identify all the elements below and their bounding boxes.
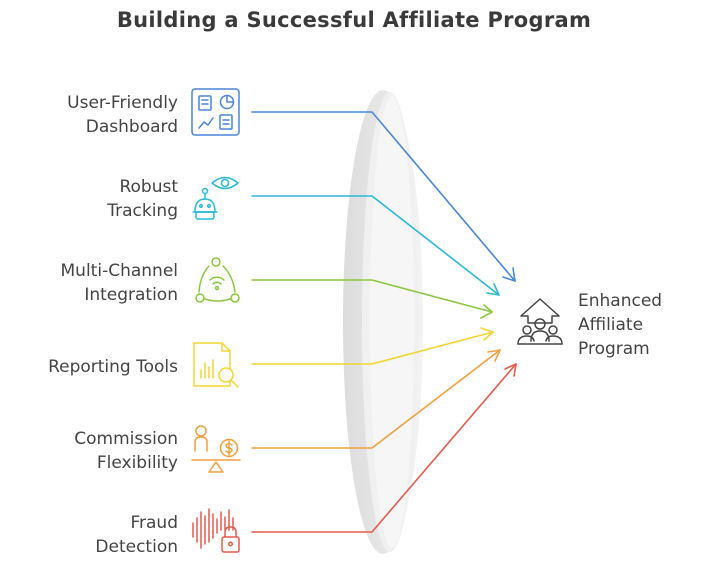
label-commission-line1: Commission [74,429,178,449]
diagram-title: Building a Successful Affiliate Program [116,8,592,32]
outcome-line3: Program [578,339,650,359]
label-integration-line1: Multi-Channel [60,261,178,281]
label-fraud-line1: Fraud [130,513,178,533]
connector-reporting [251,327,494,365]
person-dollar-scale-icon [191,425,241,473]
label-tracking: Robust Tracking [107,175,178,223]
connector-tracking [251,195,500,296]
lens-shape [343,90,423,554]
dashboard-icon [191,88,240,136]
label-commission-line2: Flexibility [96,453,178,473]
growth-team-icon [517,298,563,345]
outcome-line2: Affiliate [578,315,644,335]
label-reporting-line1: Reporting Tools [48,357,178,377]
outcome-label: Enhanced Affiliate Program [578,289,662,361]
outcome-line1: Enhanced [578,291,663,311]
connector-integration [251,279,493,319]
label-fraud-line2: Detection [95,537,178,557]
label-dashboard-line2: Dashboard [85,117,178,137]
connector-fraud [251,363,517,533]
label-tracking-line2: Tracking [107,201,178,221]
label-commission: Commission Flexibility [74,427,178,475]
tracking-robot-eye-icon [192,176,239,220]
label-integration: Multi-Channel Integration [61,259,178,307]
label-integration-line2: Integration [84,285,178,305]
label-fraud: Fraud Detection [95,511,178,559]
network-channels-icon [195,257,240,303]
label-tracking-line1: Robust [119,177,178,197]
report-magnifier-icon [193,342,239,388]
soundwave-lock-icon [192,508,240,553]
label-dashboard: User-Friendly Dashboard [67,91,178,139]
connector-commission [251,349,501,449]
connector-dashboard [251,111,516,282]
label-reporting: Reporting Tools [48,355,178,379]
label-dashboard-line1: User-Friendly [67,93,178,113]
